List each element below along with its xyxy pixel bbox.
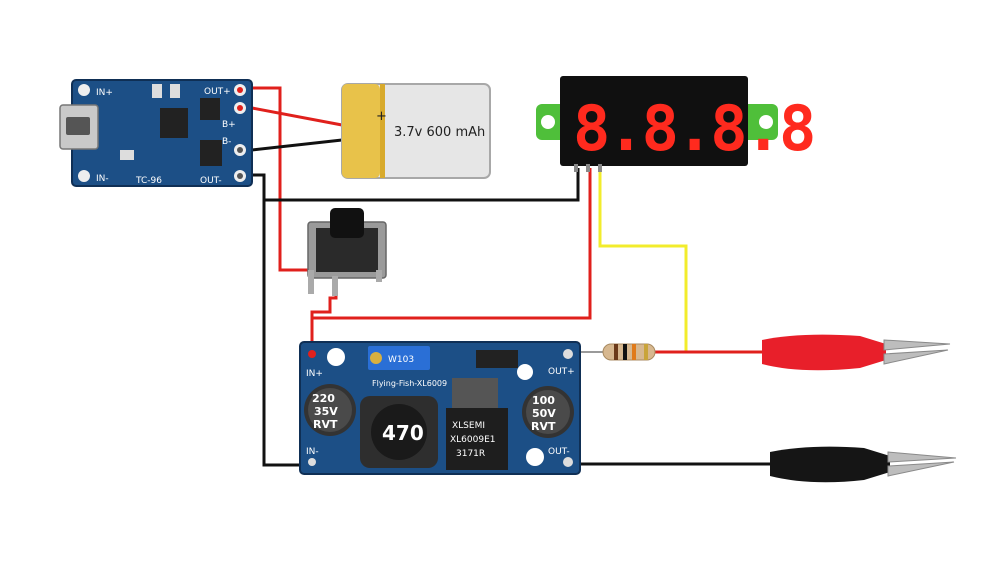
boost-pin-out-minus: OUT- [548,447,570,457]
black-alligator-clip [770,446,957,483]
charger-pin-out-plus: OUT+ [204,87,231,97]
cap-left-line2: 35V [314,405,338,418]
wires [251,86,775,467]
wire-yellow-sense [598,168,688,352]
display-digits: 8.8.8.8 [573,92,813,165]
boost-brand: Flying-Fish-XL6009 [372,379,447,388]
charger-ic [160,108,188,138]
charger-pin-b-plus: B+ [222,120,236,130]
cap-right-line2: 50V [532,407,556,420]
xl6009-chip [446,408,508,470]
charger-pin-out-minus: OUT- [200,176,222,186]
boost-pin-in-minus: IN- [306,447,319,457]
chip-line2: XL6009E1 [450,435,496,445]
wire-black-bminus-to-battery [251,138,343,152]
push-button [307,208,387,296]
charger-pin-in-minus: IN- [96,174,109,184]
chip-line3: 3171R [456,449,485,459]
wire-red-boost-to-display [312,168,592,320]
wire-red-bplus-to-battery [251,106,343,127]
boost-module: IN+ IN- OUT+ OUT- W103 Flying-Fish-XL600… [299,341,581,475]
wire-red-out-plus-to-button [252,86,308,272]
battery-plus: + [376,109,387,124]
boost-pin-in-plus: IN+ [306,369,323,379]
cap-right-line3: RVT [531,420,556,433]
charger-pin-in-plus: IN+ [96,88,113,98]
battery: + 3.7v 600 mAh [341,83,491,179]
battery-gold-tape [342,84,380,178]
voltmeter-display: 8.8.8.8 [536,76,816,172]
cap-left-line1: 220 [312,392,335,405]
inductor-label: 470 [382,421,424,445]
cap-left-line3: RVT [313,418,338,431]
cap-right-line1: 100 [532,394,555,407]
wire-black-out-minus [252,173,308,467]
trimmer-pot [368,346,430,370]
red-alligator-clip [762,334,951,371]
charger-pin-b-minus: B- [222,137,231,147]
boost-pin-out-plus: OUT+ [548,367,575,377]
resistor [602,343,656,361]
trimmer-label: W103 [388,355,414,365]
display-body [560,76,748,166]
charger-module: IN+ IN- OUT+ B+ B- OUT- TC-96 [59,79,253,187]
charger-model: TC-96 [135,176,162,186]
chip-line1: XLSEMI [452,421,485,431]
battery-label: 3.7v 600 mAh [394,125,485,140]
wire-black-to-display [264,168,580,202]
